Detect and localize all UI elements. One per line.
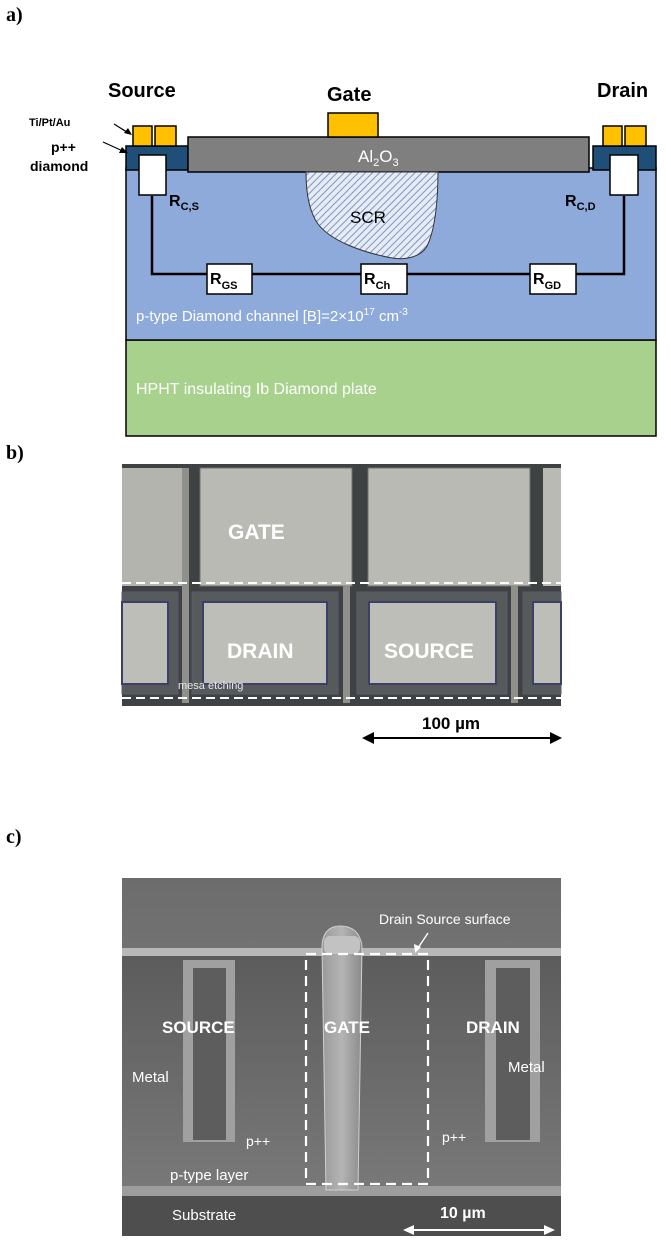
rgd-label: RGD xyxy=(533,271,561,292)
strip-2 xyxy=(343,586,350,703)
panel-b-label: b) xyxy=(6,442,24,464)
gate-pad-right xyxy=(367,467,531,587)
sem-drain-label: DRAIN xyxy=(466,1018,520,1037)
scale-bar-b-label: 100 µm xyxy=(422,714,480,733)
mesa-label: mesa etching xyxy=(178,680,243,692)
oxide-label: Al2O3 xyxy=(358,147,399,169)
source-pad xyxy=(368,601,497,685)
drain-metal-1 xyxy=(602,125,623,147)
surface-arrow xyxy=(417,932,429,949)
pplus-label: p++ xyxy=(51,139,76,155)
panel-c-sem: Drain Source surface SOURCE GATE DRAIN M… xyxy=(122,878,561,1236)
gate-metal xyxy=(327,112,379,138)
scale-bar-c-arrow-left xyxy=(403,1225,414,1235)
partial-pad-right xyxy=(532,601,562,685)
strip-1 xyxy=(182,468,189,703)
rch-box xyxy=(360,263,408,295)
gate-pad-edge-right xyxy=(543,468,561,586)
pplus-arrow-head xyxy=(119,147,128,153)
drain-pad xyxy=(202,601,328,685)
gate-cap xyxy=(324,936,360,954)
substrate-label-c: Substrate xyxy=(172,1207,236,1224)
rcs-box xyxy=(138,154,167,196)
surface-arrow-head xyxy=(414,944,421,953)
panel-a-label: a) xyxy=(6,4,23,26)
rcs-label: RC,S xyxy=(169,193,199,213)
gate-pad-edge-left xyxy=(122,468,182,586)
oxide-layer xyxy=(187,136,590,173)
scr-label: SCR xyxy=(350,208,386,227)
metal-right-label: Metal xyxy=(508,1059,545,1076)
drain-pad-label: DRAIN xyxy=(227,640,294,663)
metal-label: Ti/Pt/Au xyxy=(29,117,70,129)
rch-label: RCh xyxy=(364,271,391,292)
partial-pad-left xyxy=(121,601,169,685)
rcd-label: RC,D xyxy=(565,193,596,213)
drain-source-surface-label: Drain Source surface xyxy=(379,911,511,927)
source-metal-1 xyxy=(132,125,153,147)
rcd-box xyxy=(609,154,639,196)
source-metal-shadow xyxy=(193,968,226,1140)
panel-c-label: c) xyxy=(6,826,22,848)
rgs-box xyxy=(206,263,253,295)
panel-a-diagram: Source Gate Drain Ti/Pt/Au p++ diamond A… xyxy=(29,80,657,437)
p-type-layer-label: p-type layer xyxy=(170,1167,248,1184)
metal-arrow-head xyxy=(124,128,132,135)
substrate-label: HPHT insulating Ib Diamond plate xyxy=(136,381,377,398)
rgd-box xyxy=(529,263,577,295)
pplus-right-label: p++ xyxy=(442,1129,466,1145)
scale-bar-c-label: 10 µm xyxy=(440,1205,486,1222)
source-metal-2 xyxy=(154,125,177,147)
source-label: Source xyxy=(108,80,176,102)
scale-bar-c-arrow-right xyxy=(544,1225,555,1235)
gate-pad-label: GATE xyxy=(228,521,285,544)
gate-pad-left xyxy=(199,467,353,587)
rgs-label: RGS xyxy=(210,271,237,292)
drain-metal-2 xyxy=(624,125,647,147)
scale-bar-b-arrow-right xyxy=(550,732,562,744)
scr-region xyxy=(305,171,439,260)
sem-source-label: SOURCE xyxy=(162,1018,235,1037)
pplus-left-label: p++ xyxy=(246,1133,270,1149)
scale-bar-b-arrow-left xyxy=(362,732,374,744)
substrate-layer xyxy=(125,339,657,437)
p-type-band xyxy=(122,1186,561,1196)
sem-gate-label: GATE xyxy=(324,1018,370,1037)
gate-pillar xyxy=(321,925,363,1191)
gate-label: Gate xyxy=(327,84,371,106)
strip-3 xyxy=(511,586,518,703)
source-pad-label: SOURCE xyxy=(384,640,474,663)
drain-label: Drain xyxy=(597,80,648,102)
drain-metal-shadow xyxy=(496,968,530,1140)
diamond-label: diamond xyxy=(30,158,88,174)
metal-left-label: Metal xyxy=(132,1069,169,1086)
channel-label: p-type Diamond channel [B]=2×1017 cm-3 xyxy=(136,307,408,325)
panel-b-micrograph: GATE DRAIN SOURCE mesa etching 100 µm xyxy=(121,464,562,744)
